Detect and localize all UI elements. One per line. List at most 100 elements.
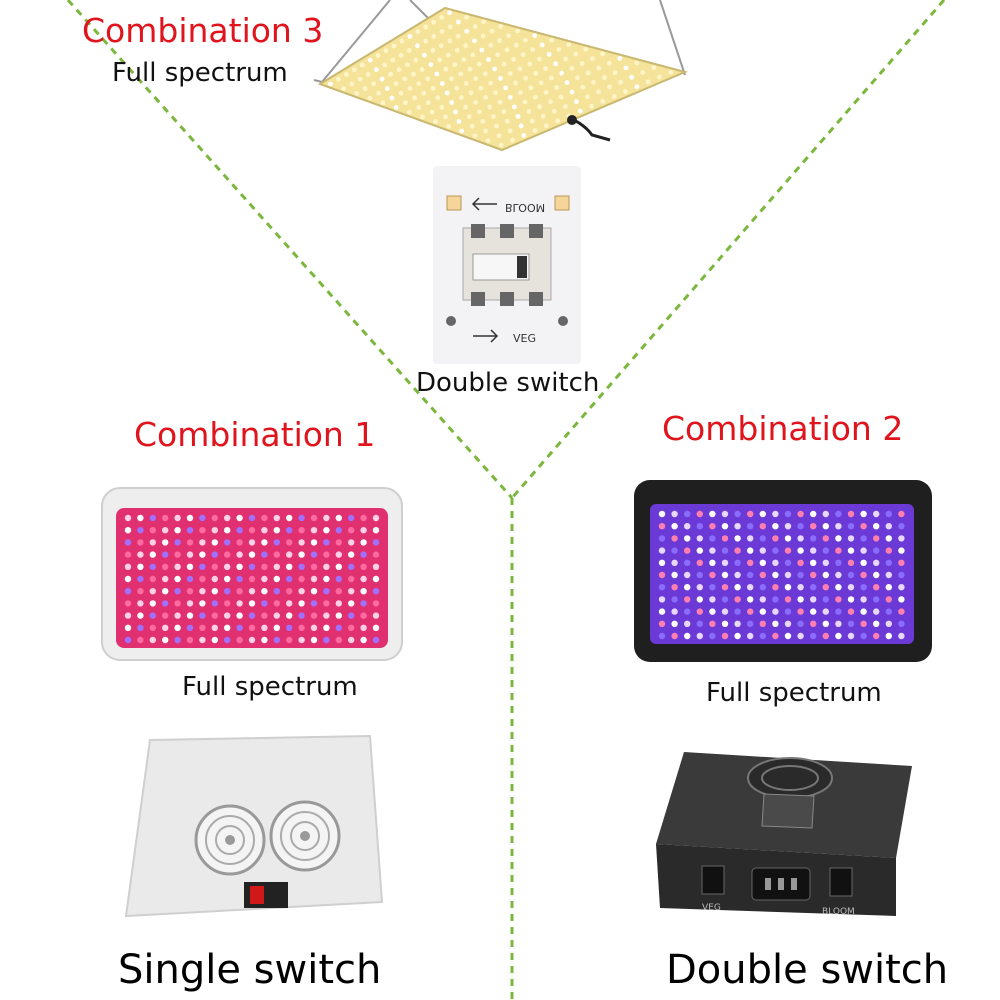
led-dot bbox=[617, 56, 623, 61]
led-dot bbox=[323, 600, 330, 607]
led-dot bbox=[429, 109, 435, 115]
led-dot bbox=[579, 61, 585, 66]
led-dot bbox=[696, 608, 703, 615]
led-dot bbox=[885, 596, 892, 603]
led-dot bbox=[402, 76, 408, 82]
led-dot bbox=[734, 535, 741, 542]
led-dot bbox=[445, 52, 451, 58]
led-dot bbox=[515, 28, 521, 34]
led-dot bbox=[149, 624, 156, 631]
led-dot bbox=[822, 584, 829, 591]
led-dot bbox=[479, 47, 485, 53]
led-dot bbox=[784, 596, 792, 603]
led-dot bbox=[348, 624, 355, 631]
led-dot bbox=[430, 85, 436, 91]
led-dot bbox=[199, 563, 206, 570]
led-dot bbox=[437, 57, 443, 63]
led-dot bbox=[137, 588, 144, 595]
led-dot bbox=[453, 109, 458, 115]
led-dot bbox=[513, 80, 519, 86]
led-dot bbox=[684, 608, 691, 615]
led-dot bbox=[323, 514, 330, 522]
led-dot bbox=[357, 76, 363, 82]
led-dot bbox=[224, 514, 231, 522]
led-dot bbox=[772, 632, 779, 640]
combination-3-spectrum-label: Full spectrum bbox=[112, 58, 288, 88]
led-dot bbox=[298, 588, 305, 595]
led-dot bbox=[360, 563, 367, 570]
led-dot bbox=[406, 48, 412, 53]
led-dot bbox=[747, 547, 754, 554]
led-dot bbox=[459, 128, 465, 134]
led-dot bbox=[149, 551, 156, 558]
led-dot bbox=[438, 43, 444, 49]
led-dot bbox=[382, 62, 388, 68]
led-dot bbox=[286, 624, 293, 631]
led-dot bbox=[174, 624, 181, 631]
led-dot bbox=[898, 584, 905, 591]
led-dot bbox=[797, 632, 804, 640]
led-dot bbox=[860, 547, 867, 554]
led-dot bbox=[454, 47, 460, 53]
led-dot bbox=[372, 514, 380, 522]
led-dot bbox=[564, 80, 570, 86]
led-dot bbox=[162, 575, 169, 583]
led-dot bbox=[447, 38, 453, 44]
led-dot bbox=[286, 636, 293, 644]
led-dot bbox=[298, 612, 305, 619]
led-dot bbox=[360, 636, 367, 644]
led-dot bbox=[585, 94, 590, 100]
led-dot bbox=[425, 76, 431, 82]
led-dot bbox=[810, 608, 817, 615]
fan-icon bbox=[194, 804, 266, 876]
led-dot bbox=[835, 608, 842, 615]
led-dot bbox=[298, 636, 305, 644]
led-dot bbox=[709, 620, 716, 627]
led-dot bbox=[759, 608, 766, 615]
led-dot bbox=[224, 563, 231, 570]
led-dot bbox=[174, 539, 181, 546]
led-dot bbox=[721, 584, 729, 591]
led-dot bbox=[734, 523, 741, 530]
led-dot bbox=[468, 90, 474, 96]
led-dot bbox=[124, 563, 132, 570]
combination-2-spectrum-label: Full spectrum bbox=[706, 678, 882, 708]
led-dot bbox=[873, 535, 880, 542]
led-dot bbox=[261, 636, 268, 644]
led-dot bbox=[359, 62, 365, 68]
led-dot bbox=[372, 612, 380, 619]
led-dot bbox=[885, 547, 892, 554]
led-dot bbox=[149, 588, 156, 595]
led-dot bbox=[559, 70, 565, 76]
led-dot bbox=[504, 47, 510, 53]
led-dot bbox=[362, 86, 368, 92]
led-dot bbox=[860, 571, 867, 579]
led-dot bbox=[406, 109, 412, 115]
led-dot bbox=[248, 624, 256, 631]
led-dot bbox=[211, 563, 218, 570]
led-dot bbox=[734, 632, 741, 640]
led-dot bbox=[372, 539, 380, 546]
led-dot bbox=[696, 559, 703, 566]
led-dot bbox=[747, 571, 754, 579]
led-dot bbox=[423, 24, 429, 30]
led-dot bbox=[449, 100, 455, 105]
led-dot bbox=[532, 128, 538, 133]
led-dot bbox=[186, 539, 194, 546]
led-dot bbox=[199, 588, 206, 595]
led-dot bbox=[149, 636, 156, 644]
led-dot bbox=[360, 575, 367, 583]
led-dot bbox=[335, 600, 342, 607]
led-dot bbox=[671, 559, 678, 566]
led-dot bbox=[734, 571, 741, 579]
led-dot bbox=[360, 600, 367, 607]
led-dot bbox=[137, 612, 144, 619]
led-dot bbox=[149, 612, 156, 619]
led-dot bbox=[483, 128, 489, 134]
led-dot bbox=[298, 539, 305, 546]
led-dot bbox=[523, 37, 528, 43]
led-dot bbox=[860, 510, 867, 518]
led-dot bbox=[835, 584, 842, 591]
led-dot bbox=[549, 37, 555, 43]
led-dot bbox=[898, 571, 905, 579]
